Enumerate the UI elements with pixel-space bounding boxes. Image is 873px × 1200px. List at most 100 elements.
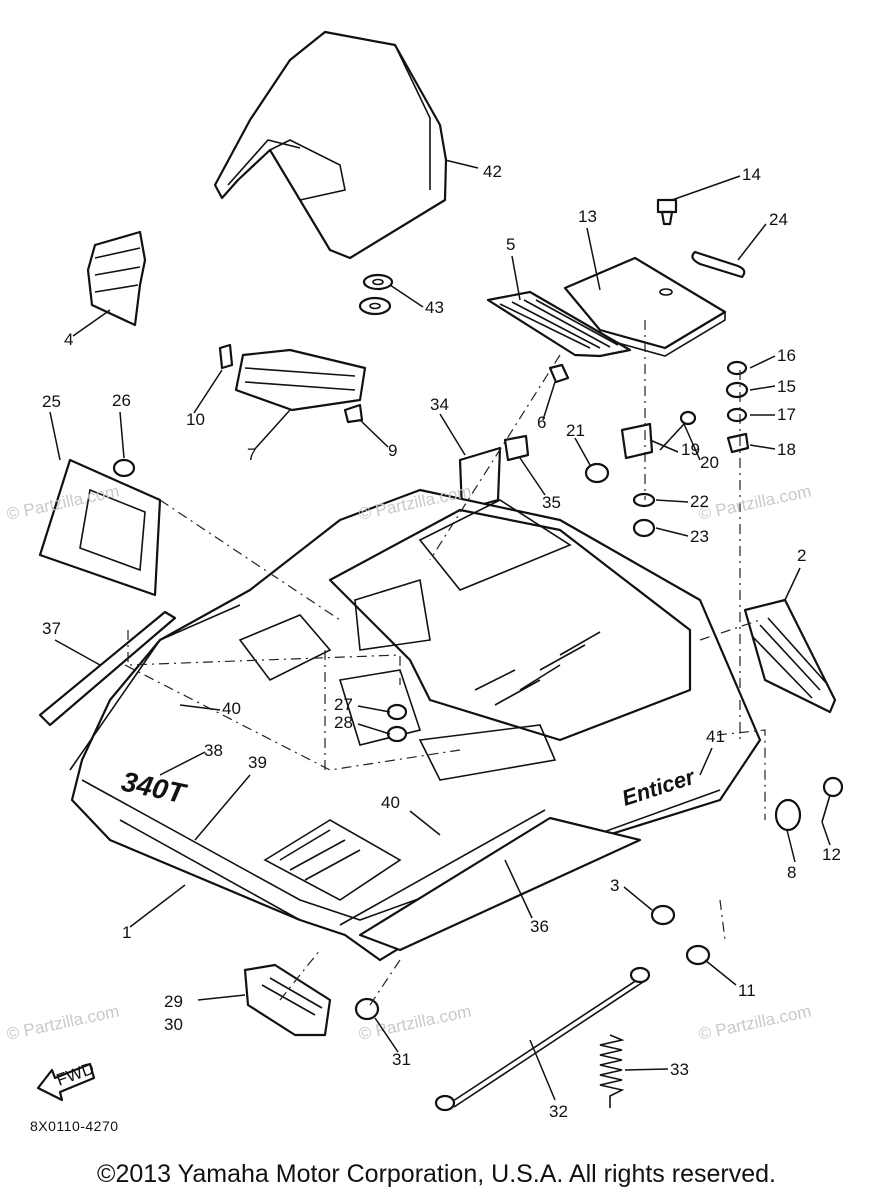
callout-leader-line (439, 413, 466, 456)
frame-part-25 (38, 458, 162, 597)
callout-leader-line (655, 499, 689, 503)
trim-part-37 (38, 610, 177, 727)
trim-part-36 (358, 816, 642, 952)
panel-part-34 (458, 446, 502, 512)
drawing-code: 8X0110-4270 (30, 1118, 119, 1134)
grommet-part-26 (112, 458, 136, 478)
callout-leader-line (359, 419, 389, 448)
callout-leader-line (623, 886, 653, 911)
callout-number-14: 14 (742, 165, 761, 184)
grommet-part-18 (726, 432, 750, 454)
callout-number-26: 26 (112, 391, 131, 410)
callout-number-17: 17 (777, 405, 796, 424)
grommet-part-16 (726, 360, 748, 376)
callout-number-33: 33 (670, 1060, 689, 1079)
callout-leader-line (357, 705, 391, 713)
callout-number-40: 40 (381, 793, 400, 812)
callout-leader-line (671, 175, 741, 201)
callout-number-32: 32 (549, 1102, 568, 1121)
windshield-part-42 (213, 30, 448, 260)
callout-number-28: 28 (334, 713, 353, 732)
callout-number-5: 5 (506, 235, 515, 254)
callout-leader-line (54, 639, 101, 666)
callout-leader-line (72, 309, 111, 337)
callout-leader-line (194, 774, 251, 841)
callout-leader-line (784, 567, 801, 601)
callout-leader-line (444, 159, 479, 169)
hood-part-1 (70, 488, 762, 962)
washers-part-43 (358, 273, 394, 316)
pad-part-13 (563, 256, 727, 350)
callout-leader-line (357, 723, 391, 735)
callout-leader-line (649, 439, 679, 453)
bracket-part-19 (620, 422, 654, 460)
callout-leader-line (704, 959, 737, 986)
callout-number-22: 22 (690, 492, 709, 511)
callout-leader-line (129, 884, 186, 928)
callout-leader-line (737, 223, 767, 261)
label-part-35 (503, 434, 530, 462)
clip-part-10 (218, 343, 234, 370)
callout-number-31: 31 (392, 1050, 411, 1069)
callout-number-30: 30 (164, 1015, 183, 1034)
callout-leader-line (409, 810, 441, 836)
callout-leader-line (159, 751, 206, 776)
callout-leader-line (574, 437, 591, 466)
callout-number-10: 10 (186, 410, 205, 429)
callout-number-6: 6 (537, 413, 546, 432)
watermark-text: © Partzilla.com (697, 482, 813, 524)
washer-part-22 (632, 492, 656, 508)
callout-leader-line (749, 385, 776, 391)
callout-number-36: 36 (530, 917, 549, 936)
callout-number-16: 16 (777, 346, 796, 365)
vent-part-2 (743, 598, 837, 714)
callout-number-11: 11 (738, 981, 756, 1000)
grommet-part-15 (725, 381, 749, 399)
clip-part-9 (343, 403, 364, 424)
callout-number-35: 35 (542, 493, 561, 512)
callout-leader-line (519, 457, 546, 496)
nut-part-11 (685, 944, 711, 966)
nut-part-21 (584, 462, 610, 484)
callout-number-41: 41 (706, 727, 725, 746)
callout-leader-line (586, 227, 601, 291)
callout-number-12: 12 (822, 845, 841, 864)
callout-number-2: 2 (797, 546, 806, 565)
callout-number-25: 25 (42, 392, 61, 411)
callout-number-24: 24 (769, 210, 788, 229)
callout-leader-line (511, 255, 521, 301)
callout-number-7: 7 (247, 445, 256, 464)
bolt-part-12 (821, 776, 844, 823)
callout-number-13: 13 (578, 207, 597, 226)
watermark-text: © Partzilla.com (697, 1002, 813, 1044)
callout-number-19: 19 (681, 440, 700, 459)
callout-number-4: 4 (64, 330, 73, 349)
callout-number-1: 1 (122, 923, 131, 942)
hinge-part-29-30 (243, 963, 332, 1037)
pad-part-5 (486, 290, 632, 358)
callout-number-42: 42 (483, 162, 502, 181)
grommet-part-31 (354, 997, 380, 1021)
grommet-part-17 (726, 407, 748, 423)
callout-number-29: 29 (164, 992, 183, 1011)
callout-number-38: 38 (204, 741, 223, 760)
callout-number-37: 37 (42, 619, 61, 638)
trim-part-40-right (339, 809, 546, 926)
callout-leader-line (389, 284, 424, 308)
callout-leader-line (542, 381, 556, 421)
callout-number-23: 23 (690, 527, 709, 546)
callout-leader-line (655, 527, 689, 537)
callout-leader-line (193, 369, 223, 414)
strap-part-24 (691, 250, 746, 279)
assembly-lines (124, 320, 766, 1006)
callout-number-9: 9 (388, 441, 397, 460)
screw-part-28 (386, 725, 408, 743)
spring-part-33 (599, 1034, 625, 1108)
callout-number-40: 40 (222, 699, 241, 718)
callout-leader-line (119, 411, 125, 459)
callout-leader-line (624, 1068, 669, 1071)
callout-number-27: 27 (334, 695, 353, 714)
clip-part-6 (548, 363, 570, 384)
callout-number-39: 39 (248, 753, 267, 772)
